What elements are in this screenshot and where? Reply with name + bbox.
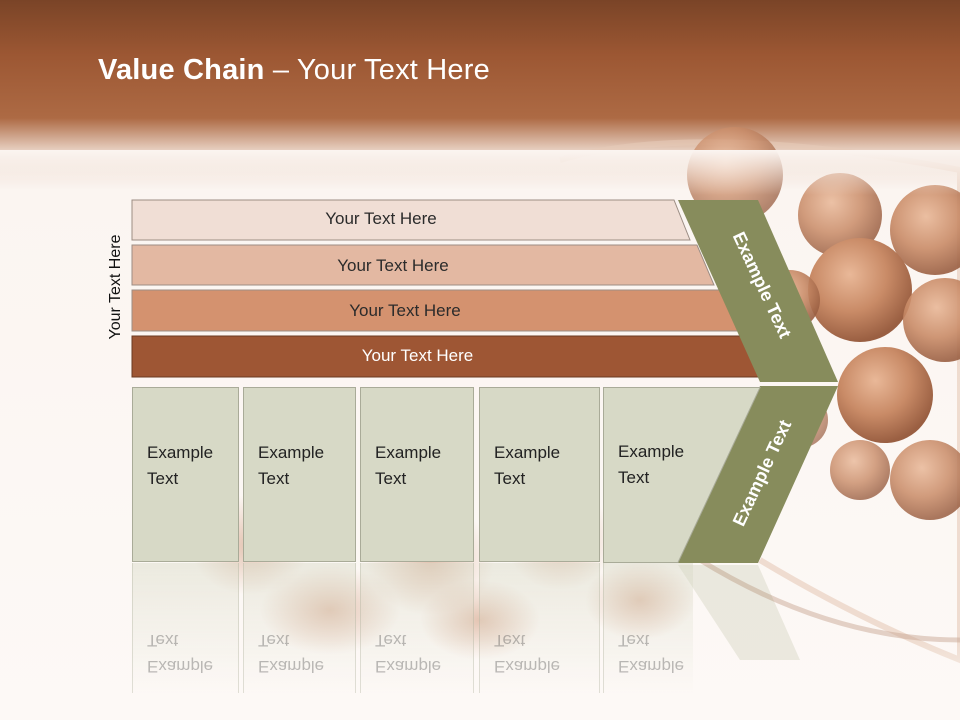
title-rest: – Your Text Here: [264, 54, 490, 86]
band-3-label: Your Text Here: [349, 301, 461, 320]
band-2-label: Your Text Here: [337, 256, 449, 275]
cell-1-reflection: Example Text: [132, 563, 239, 693]
chevron-reflection: [678, 565, 800, 660]
cell-3-line1: Example: [375, 443, 442, 462]
cell-5-shape: [603, 387, 761, 563]
band-4-label: Your Text Here: [361, 346, 474, 365]
cell-3-reflection: Example Text: [360, 563, 474, 693]
cell-3-reflection-line2: Text: [375, 631, 407, 650]
chevron-upper: [678, 200, 838, 382]
cell-1-line2: Text: [147, 469, 179, 488]
cell-1-line1: Example: [147, 443, 214, 462]
cell-3-line2: Text: [375, 469, 407, 488]
title-bold: Value Chain: [98, 54, 265, 86]
band-shape-1: [131, 199, 691, 241]
band-4: Your Text Here: [132, 336, 763, 376]
cell-5-reflection: Example Text: [603, 563, 693, 693]
cell-1-reflection-line2: Text: [147, 631, 179, 650]
cell-2-reflection-line2: Text: [258, 631, 290, 650]
cell-1-reflection-line1: Example: [147, 657, 214, 676]
cell-2-reflection: Example Text: [243, 563, 356, 693]
cell-4-line1: Example: [494, 443, 561, 462]
cell-2-line1: Example: [258, 443, 325, 462]
cell-5-line2: Text: [618, 468, 650, 487]
cell-5-line1: Example: [618, 442, 685, 461]
cell-4-reflection: Example Text: [479, 563, 600, 693]
cell-4-reflection-line1: Example: [494, 657, 561, 676]
cell-5-reflection-line1: Example: [618, 657, 685, 676]
cell-2-reflection-line1: Example: [258, 657, 325, 676]
cell-2-line2: Text: [258, 469, 290, 488]
cell-4-line2: Text: [494, 469, 526, 488]
cell-3-reflection-line1: Example: [375, 657, 442, 676]
band-1-label: Your Text Here: [325, 209, 437, 228]
band-shape-2: [131, 244, 715, 286]
slide-title: Value Chain – Your Text Here: [98, 54, 490, 87]
band-3: Your Text Here: [132, 291, 738, 331]
cell-4-reflection-line2: Text: [494, 631, 526, 650]
cell-5-reflection-line2: Text: [618, 631, 650, 650]
band-1: Your Text Here: [132, 199, 690, 239]
chevron-lower: [678, 386, 838, 563]
band-2: Your Text Here: [132, 246, 714, 286]
